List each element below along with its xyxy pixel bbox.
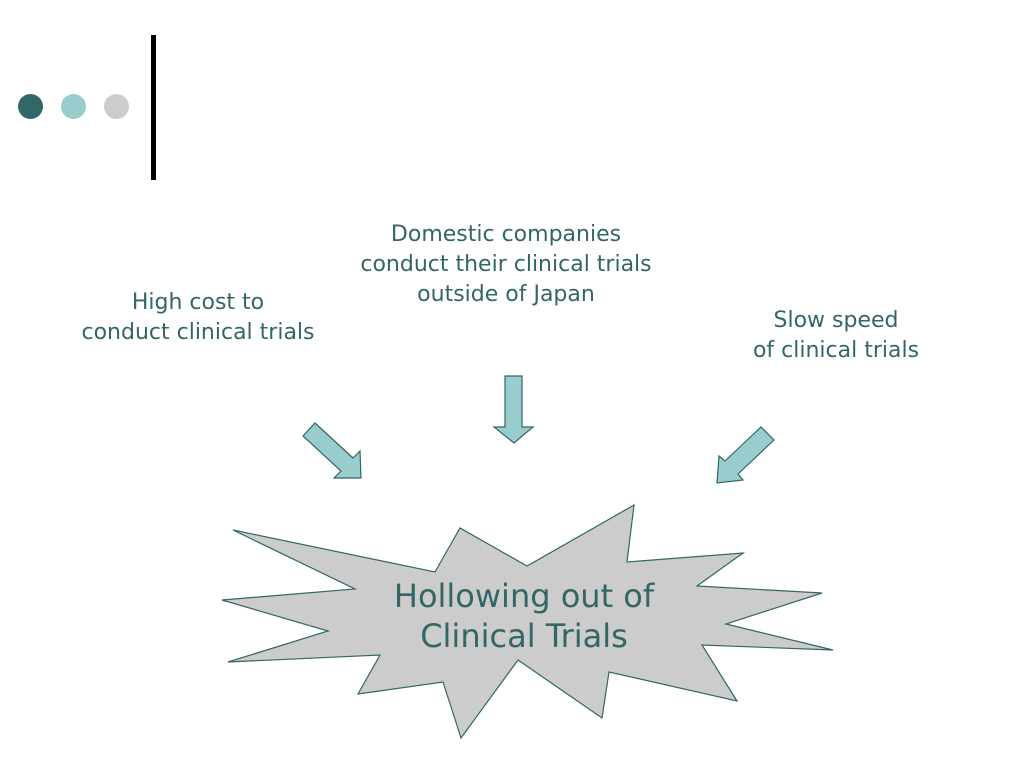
- cause-domestic-companies: Domestic companies conduct their clinica…: [346, 220, 666, 310]
- result-line2: Clinical Trials: [420, 617, 628, 655]
- arrow-left: [302, 422, 362, 479]
- decor-dot-gray: [104, 94, 129, 119]
- arrow-center: [492, 375, 535, 444]
- cause-domestic-line2: conduct their clinical trials: [360, 252, 652, 277]
- cause-high-cost-line1: High cost to: [131, 290, 265, 315]
- cause-domestic-line3: outside of Japan: [417, 282, 595, 307]
- cause-high-cost: High cost to conduct clinical trials: [68, 288, 328, 348]
- decor-vertical-bar: [151, 35, 156, 180]
- cause-high-cost-line2: conduct clinical trials: [81, 320, 315, 345]
- arrow-right: [716, 426, 775, 484]
- cause-slow-speed-line2: of clinical trials: [752, 338, 920, 363]
- burst-shape: [221, 503, 834, 740]
- result-label: Hollowing out of Clinical Trials: [364, 576, 684, 656]
- decor-dot-teal: [61, 94, 86, 119]
- cause-slow-speed: Slow speed of clinical trials: [736, 306, 936, 366]
- result-line1: Hollowing out of: [393, 577, 655, 615]
- cause-slow-speed-line1: Slow speed: [773, 308, 899, 333]
- cause-domestic-line1: Domestic companies: [390, 222, 622, 247]
- decor-dot-dark: [18, 94, 43, 119]
